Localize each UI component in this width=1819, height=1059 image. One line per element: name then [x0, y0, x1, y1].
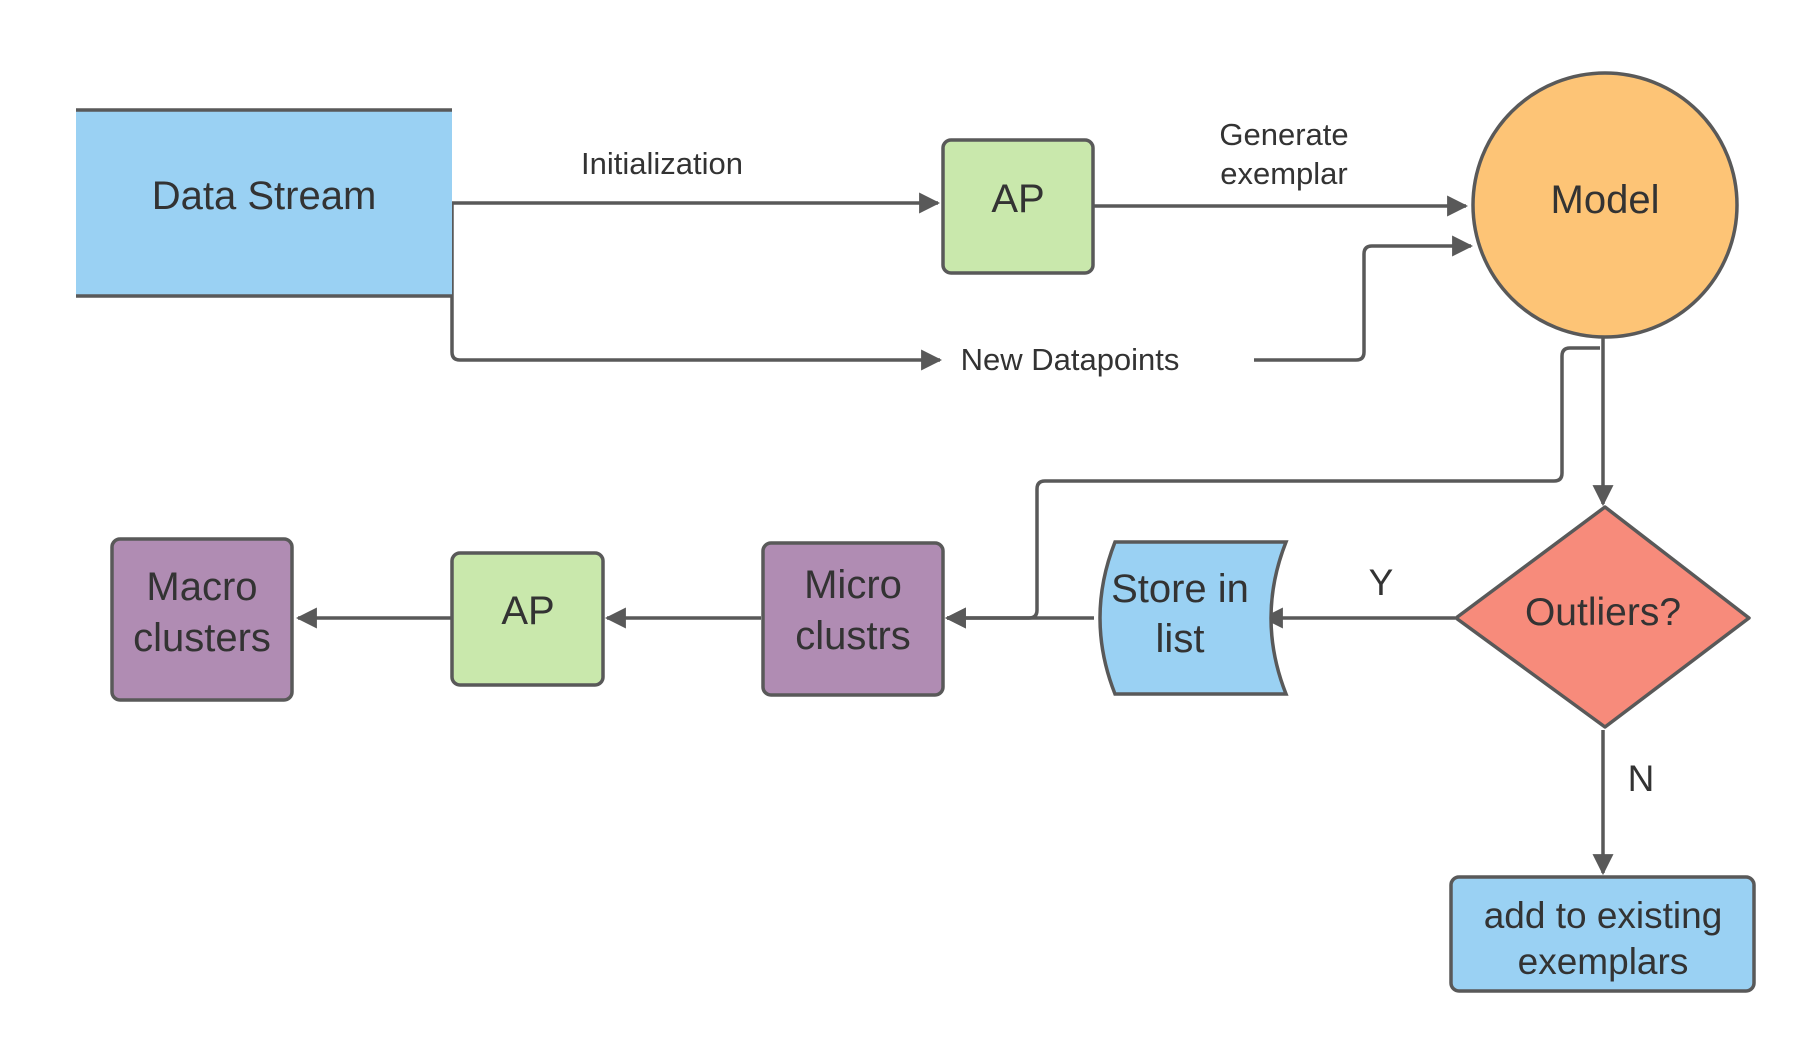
store-in-list-line2: list: [1156, 617, 1205, 661]
micro-clusters-line2: clustrs: [795, 614, 911, 658]
micro-clusters-box: [761, 541, 945, 697]
label-generate-line1: Generate: [1219, 117, 1348, 152]
node-data-stream: Data Stream: [76, 108, 452, 298]
store-in-list-shape: [1098, 540, 1289, 696]
edge-new-datapoints-in: [450, 203, 943, 371]
add-to-existing-line1: add to existing: [1484, 895, 1723, 936]
label-no: N: [1628, 758, 1655, 799]
model-circle: [1471, 71, 1739, 339]
label-generate-line2: exemplar: [1220, 156, 1348, 191]
edge-model-to-micro: [944, 346, 1600, 629]
node-ap-top: AP: [941, 138, 1095, 275]
node-outliers: Outliers?: [1454, 505, 1751, 729]
outliers-diamond: [1454, 505, 1751, 729]
model-label: Model: [1551, 178, 1660, 222]
data-stream-fill: [76, 110, 452, 296]
node-ap-bottom: AP: [450, 551, 605, 687]
macro-clusters-line1: Macro: [146, 565, 257, 609]
label-new-datapoints: New Datapoints: [961, 342, 1180, 377]
node-store-in-list: Store in list: [1098, 540, 1289, 696]
label-yes: Y: [1369, 562, 1394, 603]
ap-bottom-box: [450, 551, 605, 687]
macro-clusters-box: [110, 537, 294, 702]
store-in-list-line1: Store in: [1111, 567, 1249, 611]
ap-top-box: [941, 138, 1095, 275]
macro-clusters-line2: clusters: [133, 616, 271, 660]
label-initialization: Initialization: [581, 146, 743, 181]
micro-clusters-line1: Micro: [804, 563, 902, 607]
node-micro-clusters: Micro clustrs: [761, 541, 945, 697]
outliers-label: Outliers?: [1525, 591, 1681, 634]
edge-new-datapoints-out: [1254, 235, 1474, 362]
node-add-to-existing: add to existing exemplars: [1449, 875, 1756, 993]
add-to-existing-line2: exemplars: [1518, 941, 1689, 982]
node-model: Model: [1471, 71, 1739, 339]
node-macro-clusters: Macro clusters: [110, 537, 294, 702]
add-to-existing-box: [1449, 875, 1756, 993]
ap-top-label: AP: [991, 177, 1044, 221]
data-stream-label: Data Stream: [152, 174, 377, 218]
ap-bottom-label: AP: [501, 589, 554, 633]
